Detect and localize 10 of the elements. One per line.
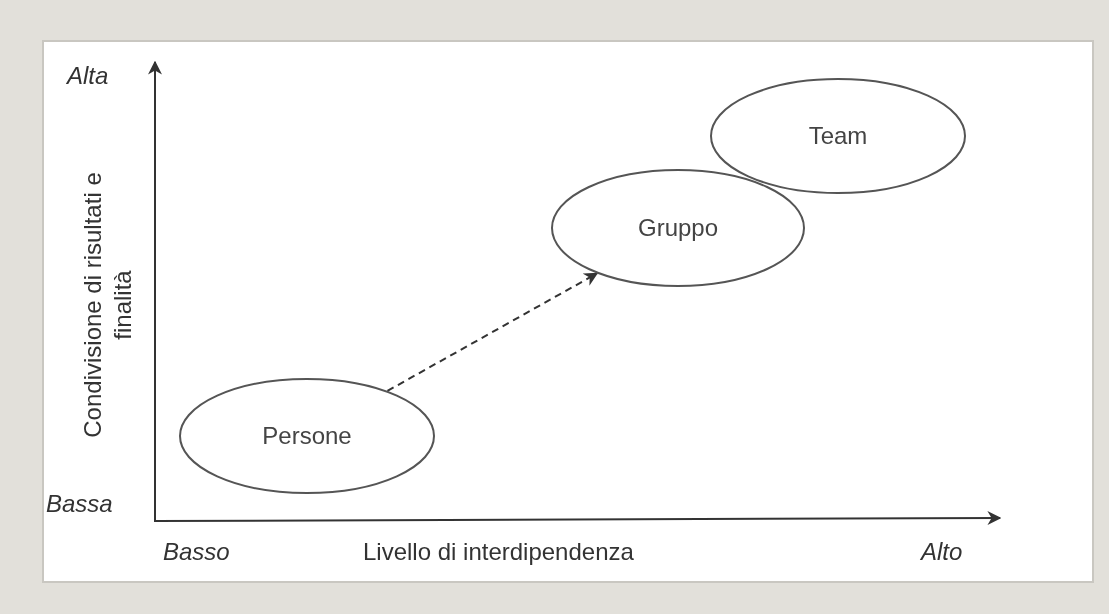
axis-level-label: Bassa — [46, 490, 113, 518]
node-label: Gruppo — [637, 214, 719, 242]
axis-title: Livello di interdipendenza — [363, 538, 634, 566]
axis-level-label: Alta — [67, 62, 109, 90]
node-label: Team — [808, 122, 868, 150]
arrow — [386, 272, 599, 392]
axis-level-label: Alto — [921, 538, 963, 566]
axis-level-label: Basso — [163, 538, 230, 566]
axis-title: Condivisione di risultati e finalità — [78, 171, 137, 440]
node-label: Persone — [262, 422, 352, 450]
